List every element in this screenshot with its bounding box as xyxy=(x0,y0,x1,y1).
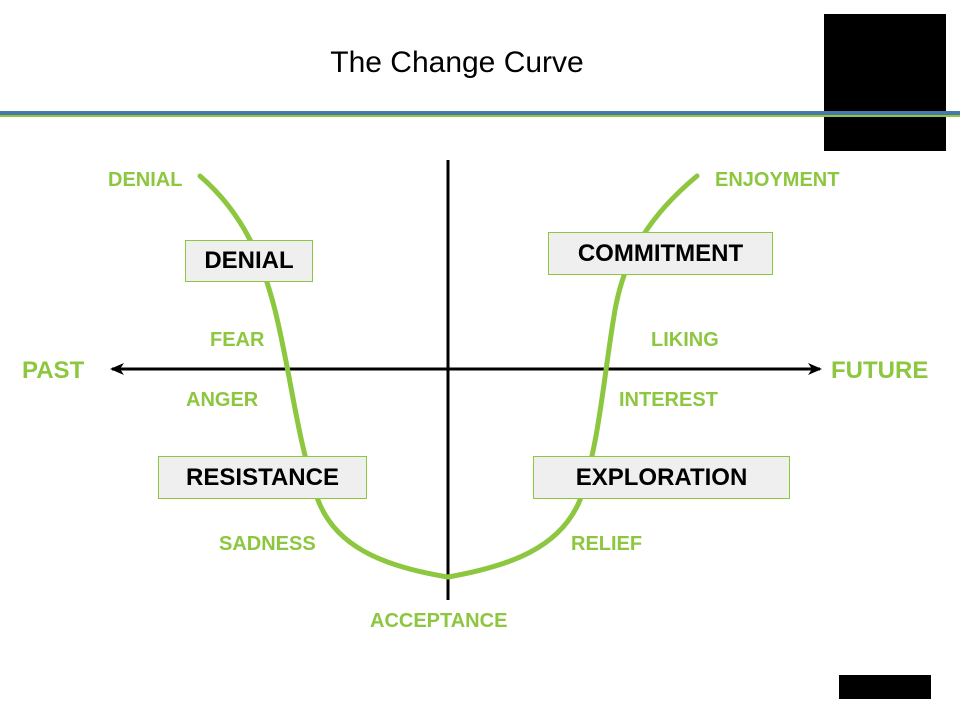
emotion-relief: RELIEF xyxy=(571,533,643,555)
stage-box-denial: DENIAL xyxy=(185,240,313,282)
stage-box-exploration: EXPLORATION xyxy=(533,456,790,499)
change-curve xyxy=(197,173,700,580)
stage-box-commitment: COMMITMENT xyxy=(548,232,773,275)
page-title: The Change Curve xyxy=(330,46,584,79)
emotion-anger: ANGER xyxy=(186,389,259,411)
stage-label-denial: DENIAL xyxy=(204,247,294,274)
header-rule-blue xyxy=(0,111,960,115)
stage-box-resistance: RESISTANCE xyxy=(158,456,367,499)
emotion-liking: LIKING xyxy=(651,329,719,351)
stage-label-exploration: EXPLORATION xyxy=(575,463,748,491)
emotion-sadness: SADNESS xyxy=(219,533,316,555)
black-block-top xyxy=(824,14,946,151)
black-block-bottom xyxy=(839,675,931,699)
emotion-enjoyment: ENJOYMENT xyxy=(715,169,840,191)
emotion-acceptance: ACCEPTANCE xyxy=(370,610,508,632)
axis-label-past: PAST xyxy=(22,357,85,384)
header-rule-green xyxy=(0,115,960,117)
stage-label-resistance: RESISTANCE xyxy=(186,463,339,491)
axis-label-future: FUTURE xyxy=(831,357,929,384)
stage-label-commitment: COMMITMENT xyxy=(577,239,744,267)
emotion-interest: INTEREST xyxy=(619,389,718,411)
emotion-fear: FEAR xyxy=(210,329,265,351)
emotion-denial: DENIAL xyxy=(108,169,183,191)
